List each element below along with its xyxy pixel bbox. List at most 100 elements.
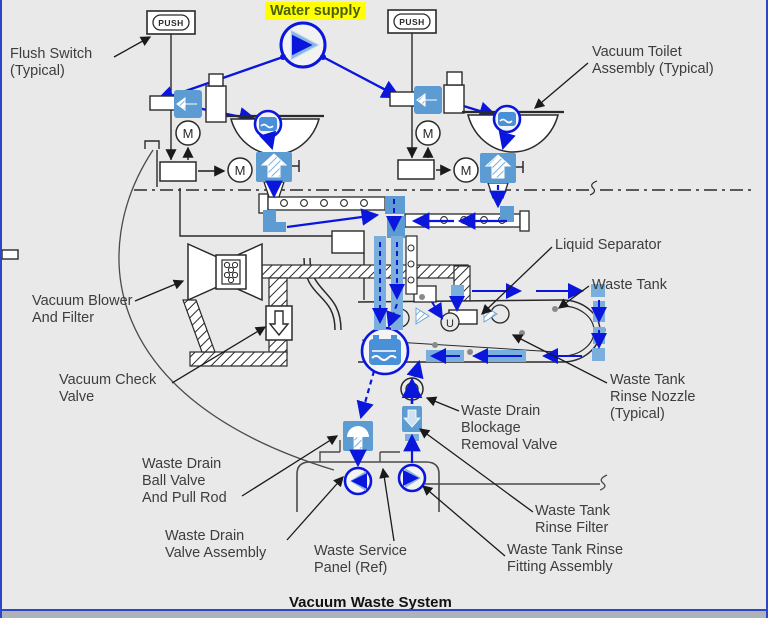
flush-switch-left: PUSH	[146, 10, 196, 35]
flush-valve-right-up-arrow-icon	[484, 154, 512, 179]
ball-valve-dome-icon	[347, 426, 369, 437]
spray-wave-right	[499, 118, 513, 124]
water-valve-right-arrow-icon	[416, 93, 437, 107]
leader-blockage-valve	[425, 396, 460, 412]
ball-valve-stem-icon	[353, 436, 363, 450]
spray-nozzle-right-icon	[498, 112, 516, 126]
leader-rinse-nozzle	[511, 334, 608, 384]
waste-flow-left	[259, 130, 283, 199]
vacuum-pipe-bottom	[189, 351, 288, 367]
separator-icon	[369, 339, 401, 365]
leader-flush-switch	[113, 36, 152, 58]
leader-ball-valve	[241, 435, 339, 497]
label-vacuum-blower: Vacuum Blower And Filter	[32, 293, 133, 326]
flush-control-unit-left	[159, 161, 197, 182]
window-bottom-edge	[2, 609, 766, 618]
water-valve-left-arrow-icon	[176, 97, 197, 111]
motor-right-flush	[453, 157, 479, 183]
drop-flow-arrows	[372, 199, 405, 328]
label-ball-valve: Waste Drain Ball Valve And Pull Rod	[142, 456, 227, 506]
flush-control-unit-right	[397, 159, 435, 180]
hose-fitting	[2, 249, 19, 260]
flush-switch-right: PUSH	[387, 9, 437, 34]
waste-manifold	[258, 193, 530, 330]
drain-service-area	[296, 359, 608, 512]
vacuum-pipe-diagonal	[182, 299, 216, 353]
right-pipe-elbow	[500, 206, 514, 222]
label-drain-valve-assembly: Waste Drain Valve Assembly	[165, 528, 267, 561]
supply-line-right	[322, 55, 402, 99]
centerline-break	[589, 180, 598, 196]
center-fitting-upper	[385, 196, 405, 214]
label-blockage-valve: Waste Drain Blockage Removal Valve	[461, 403, 558, 453]
toilet-assembly-left: M M	[149, 73, 324, 199]
leader-service-panel	[379, 467, 395, 542]
vacuum-blower-symbol	[187, 242, 263, 302]
label-rinse-nozzle: Waste Tank Rinse Nozzle (Typical)	[610, 372, 696, 422]
standpipe-cap-left	[208, 73, 224, 87]
filter-holes	[223, 261, 239, 284]
standpipe-cap-right	[446, 71, 463, 86]
level-sensor	[440, 312, 460, 332]
waste-service-panel-outline	[296, 461, 440, 512]
leader-drain-valve-assembly	[286, 476, 344, 541]
left-pipe-elbow	[263, 210, 286, 232]
motor-glyph: M	[461, 163, 472, 178]
vacuum-pipe-horizontal	[259, 264, 469, 279]
motor-glyph: M	[235, 163, 246, 178]
spray-nozzle-left-icon	[259, 117, 277, 131]
label-waste-tank: Waste Tank	[592, 277, 667, 293]
water-pipe-stub-left	[149, 95, 177, 111]
leader-vacuum-toilet	[534, 62, 589, 109]
drain-flow-arrows	[349, 359, 424, 468]
leader-vacuum-blower	[134, 279, 185, 302]
control-arrows-right	[406, 146, 452, 176]
spray-wave-left	[260, 123, 274, 129]
enclosure-left	[179, 188, 332, 237]
water-supply-highlight: Water supply	[265, 2, 366, 20]
label-rinse-fitting: Waste Tank Rinse Fitting Assembly	[507, 542, 624, 575]
junction-box	[331, 230, 365, 254]
label-rinse-filter: Waste Tank Rinse Filter	[535, 503, 610, 536]
center-fitting-lower	[387, 216, 405, 238]
separator-wave-icon	[371, 355, 397, 361]
label-liquid-separator: Liquid Separator	[555, 237, 662, 253]
push-label: PUSH	[399, 17, 425, 27]
manifold-flow-arrows	[286, 208, 507, 230]
rinse-line-break	[599, 474, 608, 491]
leader-liquid-separator	[481, 246, 553, 315]
leader-rinse-filter	[418, 428, 534, 513]
left-pipe-holes	[280, 199, 368, 207]
drop-pipe-holes	[407, 244, 415, 284]
right-pipe-flange	[519, 210, 530, 232]
panel-plumbing-lines	[319, 440, 400, 462]
waste-flow-right	[489, 130, 516, 209]
label-flush-switch: Flush Switch (Typical)	[10, 46, 93, 79]
leader-rinse-fitting	[422, 485, 506, 557]
liquid-separator-symbol	[360, 326, 410, 376]
water-pipe-stub-right	[389, 91, 417, 107]
rinse-flow-arrows	[427, 283, 607, 364]
push-label: PUSH	[158, 18, 184, 28]
leader-check-valve	[171, 326, 267, 384]
flush-valve-left-port	[292, 160, 300, 172]
check-valve-down-arrow-icon	[268, 310, 290, 337]
leader-lines	[113, 36, 608, 557]
vacuum-check-valve-symbol	[265, 305, 293, 341]
motor-glyph: M	[183, 126, 194, 141]
pull-handle-bracket	[144, 140, 160, 149]
motor-glyph: M	[423, 126, 434, 141]
label-vacuum-check-valve: Vacuum Check Valve	[59, 372, 157, 405]
level-sensor-glyph: U	[446, 318, 454, 330]
spray-cone-1	[415, 307, 430, 325]
leader-waste-tank	[557, 285, 590, 309]
label-service-panel: Waste Service Panel (Ref)	[314, 543, 407, 576]
motor-left-flush	[227, 157, 253, 183]
rinse-piping	[426, 283, 607, 364]
standpipe-left	[205, 85, 227, 123]
label-vacuum-toilet: Vacuum Toilet Assembly (Typical)	[592, 44, 714, 77]
flush-valve-right-port	[516, 161, 524, 173]
pull-rod-cable	[118, 149, 335, 471]
